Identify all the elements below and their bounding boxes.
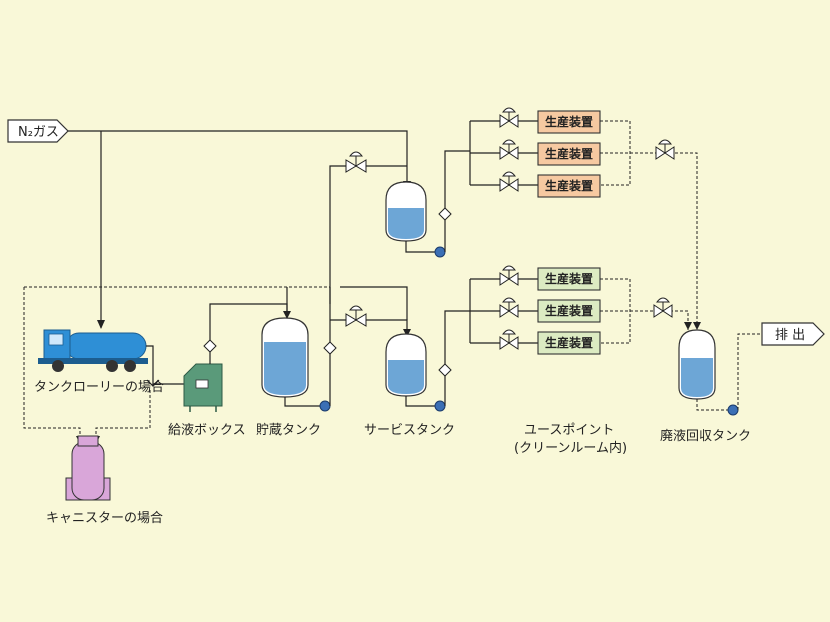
pump-icon [434,400,446,412]
canister-label: キャニスターの場合 [46,511,163,526]
equipment-box-upper-1: 生産装置 [537,110,601,134]
control-valve-icon [345,305,367,327]
storage-to-service-top-line [329,165,407,406]
control-valve-icon [345,151,367,173]
waste-outlet-dashed-line [696,399,728,411]
control-valve-icon [499,297,519,318]
control-valve-icon [499,171,519,192]
control-valve-icon [499,265,519,286]
filter-icon [203,339,217,353]
lorry-feed-line [146,345,184,385]
exhaust-tag: 排 出 [761,322,825,346]
upper-drain-dashed-line [600,120,698,330]
equipment-box-upper-2: 生産装置 [537,142,601,166]
service-bottom-outlet-line [405,396,436,407]
canister-dashed-line-left [23,287,81,444]
control-valve-icon [499,329,519,350]
lower-drain-dashed-line [600,278,689,344]
filter-icon [438,207,452,221]
supply-box-label: 給液ボックス [168,423,246,438]
pump-icon [434,246,446,258]
canister-dashed-line-right [95,390,151,444]
service-top-outlet-line [405,241,436,253]
arrow-icon [684,322,692,330]
svg-text:生産装置: 生産装置 [545,146,593,161]
service-tank-label: サービスタンク [364,423,455,438]
equipment-box-lower-1: 生産装置 [537,267,601,291]
pump-icon [319,400,331,412]
n2-line-service-top [68,130,408,188]
waste-tank-label: 廃液回収タンク [660,428,751,444]
supply-box-icon [183,363,223,412]
service-tank-top-icon [385,181,427,242]
control-valve-icon [653,297,673,318]
n2-gas-tag: N₂ガス [7,119,69,143]
arrow-icon [283,311,291,319]
svg-text:生産装置: 生産装置 [545,335,593,350]
storage-tank-label: 貯蔵タンク [256,423,321,438]
exhaust-label: 排 出 [775,328,805,343]
arrow-icon [403,329,411,337]
arrow-icon [693,322,701,330]
service-top-supply-line [444,150,470,252]
n2-gas-label: N₂ガス [18,125,59,140]
waste-tank-icon [678,329,716,400]
filter-icon [323,341,337,355]
pump-icon [727,404,739,416]
service-tank-bottom-icon [385,333,427,397]
svg-text:生産装置: 生産装置 [545,303,593,318]
control-valve-icon [655,139,675,160]
service-bottom-supply-line [444,310,470,406]
svg-text:生産装置: 生産装置 [545,114,593,129]
svg-text:生産装置: 生産装置 [545,178,593,193]
storage-outlet-line [284,397,322,407]
control-valve-icon [499,139,519,160]
filter-icon [438,363,452,377]
storage-to-service-bottom-line [330,319,408,336]
tank-lorry-icon [38,329,148,372]
use-point-sublabel: (クリーンルーム内) [514,440,627,456]
equipment-box-lower-2: 生産装置 [537,299,601,323]
tank-lorry-label: タンクローリーの場合 [34,380,164,395]
svg-text:生産装置: 生産装置 [545,271,593,286]
canister-icon [65,435,111,501]
use-point-label: ユースポイント [524,423,614,438]
n2-to-service-bottom-line [329,286,408,320]
check-valve-icon [146,379,160,387]
exhaust-dashed-line [737,333,762,410]
control-valve-icon [499,107,519,128]
storage-tank-icon [261,317,309,398]
arrow-icon [97,320,105,329]
equipment-box-lower-3: 生産装置 [537,331,601,355]
equipment-box-upper-3: 生産装置 [537,174,601,198]
